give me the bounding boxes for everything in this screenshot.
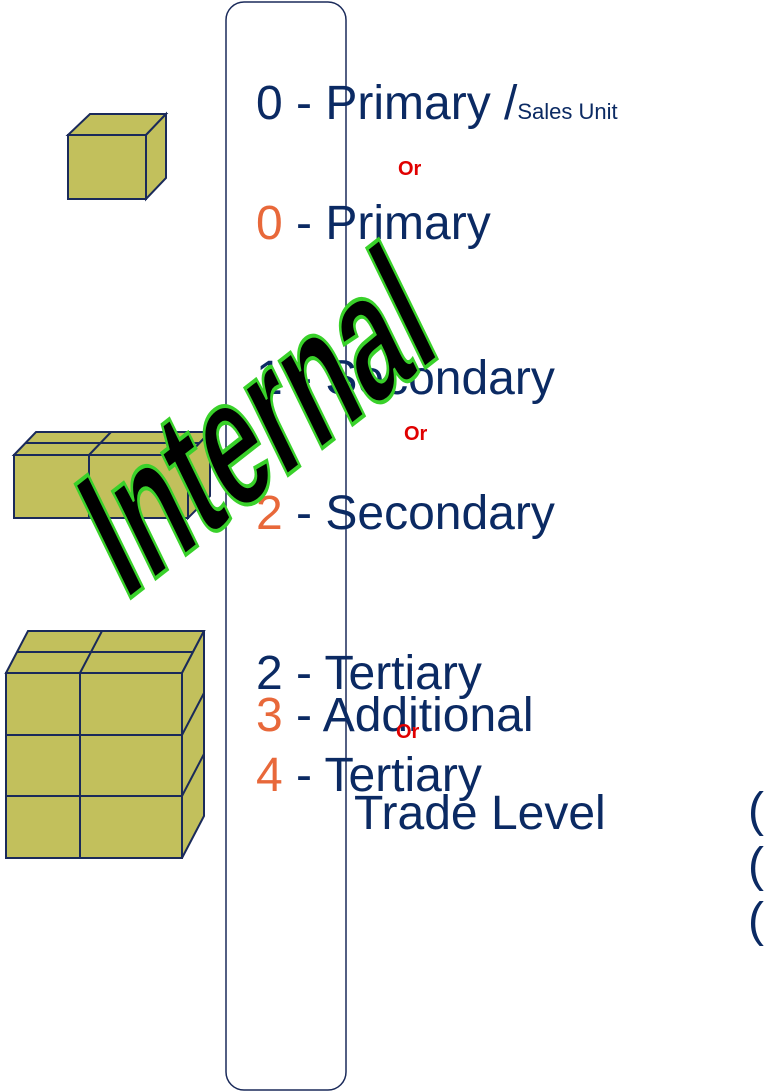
level-name: Tertiary — [324, 647, 482, 700]
level-dash: - — [282, 689, 323, 742]
side-mark: ( — [748, 894, 764, 947]
level-suffix: Sales Unit — [517, 99, 618, 124]
level-number: 3 — [256, 689, 283, 742]
case-box-icon — [11, 429, 213, 521]
level-number: 2 — [256, 487, 283, 540]
level-additional: 3 - Additional — [256, 692, 534, 740]
or-label: Or — [404, 423, 428, 445]
level-secondary-alt: 2 - Secondary — [256, 490, 555, 538]
level-number: 0 — [256, 77, 283, 130]
level-name: Tertiary — [324, 749, 482, 802]
level-name: Primary / — [325, 77, 518, 130]
level-name: Secondary — [325, 352, 555, 405]
level-number: 1 — [256, 352, 283, 405]
level-number: 2 — [256, 647, 283, 700]
side-mark: ( — [748, 839, 764, 892]
level-number: 4 — [256, 749, 283, 802]
level-number: 0 — [256, 197, 283, 250]
level-dash: - — [282, 352, 326, 405]
level-primary: 0 - Primary — [256, 200, 491, 248]
single-box-icon — [65, 111, 169, 202]
level-name: Secondary — [325, 487, 555, 540]
level-secondary: 1 - Secondary — [256, 355, 555, 403]
level-tertiary: 2 - Tertiary — [256, 650, 482, 698]
level-primary-sales: 0 - Primary /Sales Unit — [256, 80, 618, 128]
side-mark: ( — [748, 784, 764, 837]
or-label: Or — [396, 721, 420, 743]
level-dash: - — [282, 749, 325, 802]
watermark-text: Internal — [53, 206, 461, 638]
level-name: Primary — [325, 197, 491, 250]
trade-level-label: Trade Level — [354, 787, 606, 840]
level-dash: - — [282, 77, 326, 130]
or-label: Or — [398, 158, 422, 180]
pallet-box-icon — [4, 630, 206, 859]
level-dash: - — [282, 487, 326, 540]
level-name: Additional — [322, 689, 534, 742]
level-tertiary-alt: 4 - Tertiary — [256, 752, 482, 800]
level-dash: - — [282, 197, 326, 250]
level-dash: - — [282, 647, 325, 700]
